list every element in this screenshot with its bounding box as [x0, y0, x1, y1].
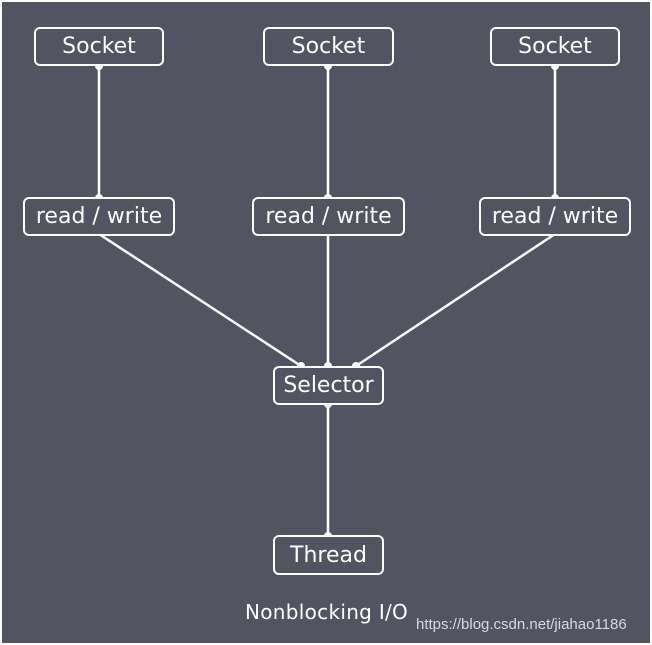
socket-node-3: Socket [490, 27, 620, 66]
edge-rw-3-selector [354, 232, 557, 368]
read-write-node-2: read / write [252, 197, 405, 236]
edge-rw-1-selector [97, 232, 303, 368]
read-write-node-1: read / write [23, 197, 175, 236]
thread-node: Thread [273, 535, 384, 575]
watermark-text: https://blog.csdn.net/jiahao1186 [416, 616, 627, 633]
socket-node-2: Socket [263, 27, 394, 66]
diagram-caption: Nonblocking I/O [245, 600, 409, 624]
socket-node-1: Socket [34, 27, 164, 66]
selector-node: Selector [273, 366, 384, 405]
read-write-node-3: read / write [479, 197, 631, 236]
